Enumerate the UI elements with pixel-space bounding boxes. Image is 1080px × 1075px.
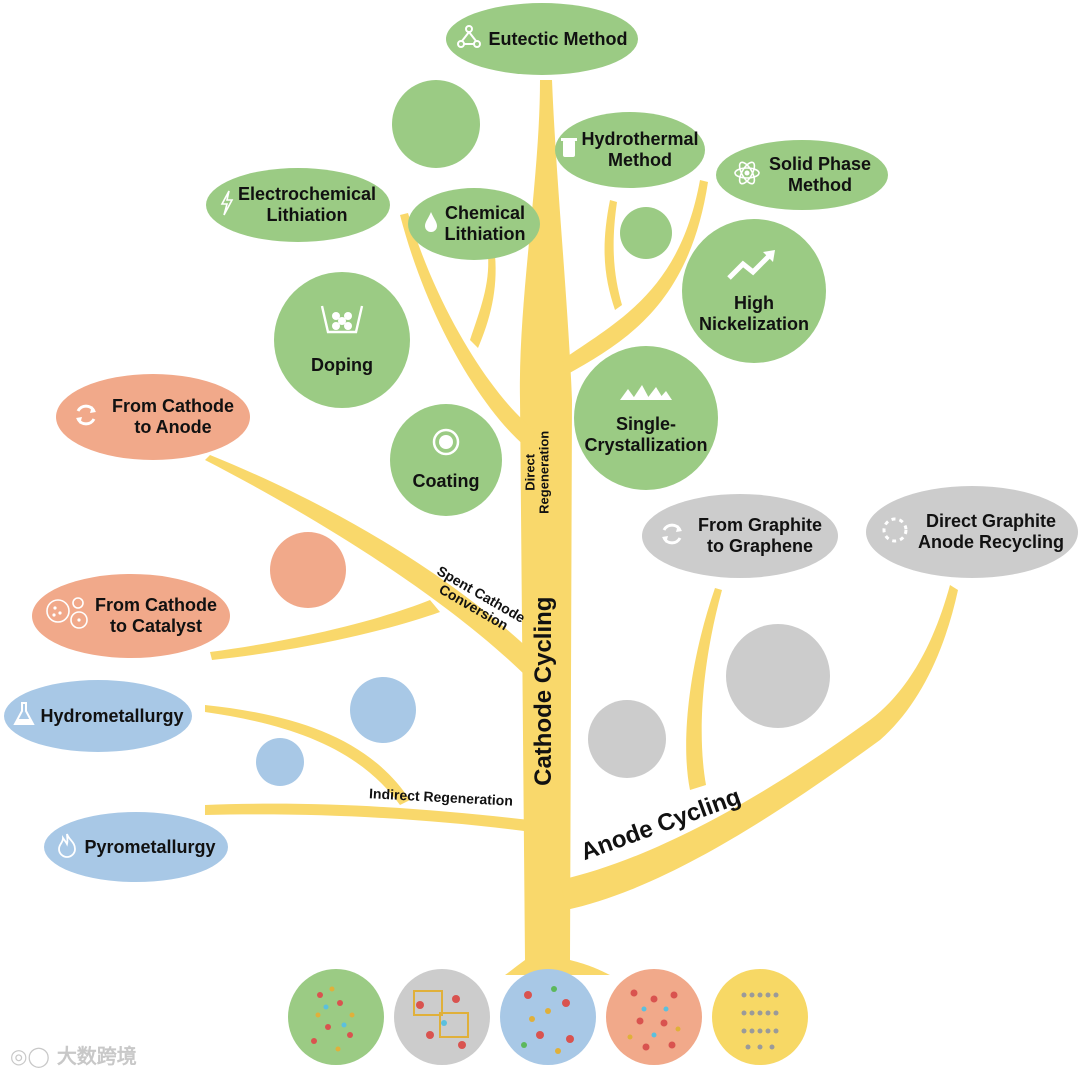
watermark: ◎◯ 大数跨境 xyxy=(10,1044,137,1068)
label-direct-regeneration: Direct Regeneration xyxy=(522,430,552,514)
node-high-nickelization: High Nickelization xyxy=(682,219,826,363)
node-pyrometallurgy: Pyrometallurgy xyxy=(44,812,228,882)
anode-sub-branch xyxy=(686,588,722,790)
decor-circle xyxy=(350,677,416,743)
cycle-icon xyxy=(72,401,100,434)
watermark-logo-icon: ◎◯ xyxy=(10,1044,50,1068)
node-coating: Coating xyxy=(390,404,502,516)
structure-orange xyxy=(606,969,702,1065)
trunk xyxy=(505,80,610,975)
flask-icon xyxy=(12,701,36,732)
node-cathode-to-catalyst: From Cathode to Catalyst xyxy=(32,574,230,658)
direct-right-twig xyxy=(604,200,622,310)
root-structures xyxy=(288,969,808,1065)
node-graphite-to-graphene: From Graphite to Graphene xyxy=(642,494,838,578)
node-doping: Doping xyxy=(274,272,410,408)
lattice-icon xyxy=(320,304,364,341)
decor-circle xyxy=(726,624,830,728)
cycle-icon xyxy=(658,520,686,553)
decor-circle xyxy=(256,738,304,786)
structure-yellow xyxy=(712,969,808,1065)
coated-particle-icon xyxy=(432,428,460,461)
anode-branch xyxy=(560,585,958,910)
structure-green xyxy=(288,969,384,1065)
direct-left-twig xyxy=(470,255,496,348)
particles-icon xyxy=(45,596,89,637)
beaker-icon xyxy=(561,137,578,164)
trend-up-icon xyxy=(727,248,781,287)
spent-lower xyxy=(210,600,440,660)
crystal-pile-icon xyxy=(618,381,674,406)
node-hydrometallurgy: Hydrometallurgy xyxy=(4,680,192,752)
lightning-icon xyxy=(220,190,234,221)
indirect-upper xyxy=(205,705,410,805)
node-hydrothermal: Hydrothermal Method xyxy=(555,112,705,188)
direct-right xyxy=(562,180,708,375)
node-eutectic: Eutectic Method xyxy=(446,3,638,75)
node-solid-phase: Solid Phase Method xyxy=(716,140,888,210)
structure-blue xyxy=(500,969,596,1065)
atom-icon xyxy=(733,159,761,192)
decor-circle xyxy=(392,80,480,168)
fire-icon xyxy=(56,832,78,863)
droplet-icon xyxy=(423,211,439,238)
decor-circle xyxy=(270,532,346,608)
dotted-ring-icon xyxy=(880,515,910,550)
node-chemical: Chemical Lithiation xyxy=(408,188,540,260)
node-single-crystallization: Single- Crystallization xyxy=(574,346,718,490)
decor-circle xyxy=(588,700,666,778)
spent-branch xyxy=(205,455,540,680)
node-cathode-to-anode: From Cathode to Anode xyxy=(56,374,250,460)
label-cathode-cycling: Cathode Cycling xyxy=(529,596,557,786)
indirect-branch xyxy=(205,803,532,832)
node-electrochemical: Electrochemical Lithiation xyxy=(206,168,390,242)
decor-circle xyxy=(620,207,672,259)
molecule-icon xyxy=(456,24,482,55)
node-direct-graphite: Direct Graphite Anode Recycling xyxy=(866,486,1078,578)
structure-gray xyxy=(394,969,490,1065)
